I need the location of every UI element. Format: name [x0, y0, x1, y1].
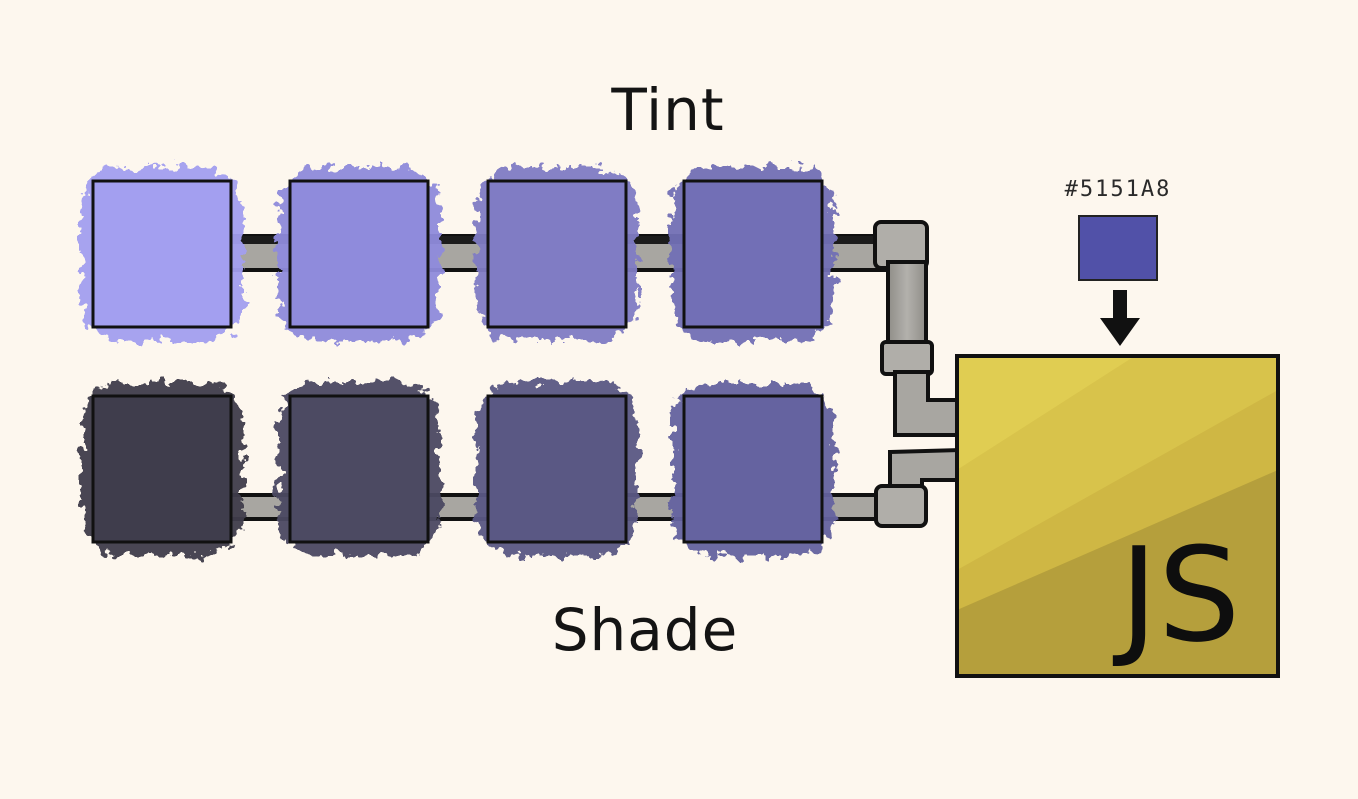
js-logo-text: JS — [1113, 519, 1241, 671]
shade-label: Shade — [552, 596, 739, 664]
tint-swatch-2 — [278, 167, 440, 341]
shade-swatch-4 — [672, 382, 834, 556]
shade-swatch-1 — [81, 382, 243, 556]
tint-swatch-4 — [672, 167, 834, 341]
base-color-swatch — [1078, 215, 1158, 281]
shade-swatch-row — [81, 382, 834, 556]
hex-code-label: #5151A8 — [1065, 177, 1172, 202]
arrow-down-icon — [1100, 290, 1140, 346]
shade-elbow-pipe — [874, 447, 962, 528]
shade-swatch-2 — [278, 382, 440, 556]
tint-label: Tint — [610, 76, 724, 144]
tint-swatch-row — [81, 167, 834, 341]
js-box: JS — [955, 354, 1280, 678]
shade-swatch-3 — [476, 382, 638, 556]
tint-swatch-3 — [476, 167, 638, 341]
tint-elbow-pipe — [873, 220, 962, 437]
tint-swatch-1 — [81, 167, 243, 341]
